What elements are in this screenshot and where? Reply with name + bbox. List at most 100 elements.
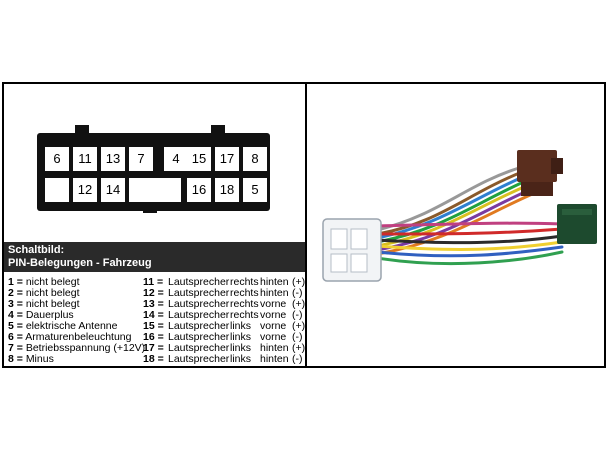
speaker-side: rechts: [230, 276, 259, 288]
pin-number: 6 =: [8, 331, 23, 343]
connector-tab-right: [211, 125, 225, 134]
legend-left-entry: 3 = nicht belegt: [8, 299, 80, 310]
connector-pin: 8: [243, 147, 267, 171]
speaker-position: hinten: [260, 353, 289, 365]
speaker-position: hinten: [260, 276, 289, 288]
pin-function: Lautsprecher: [168, 331, 230, 343]
pin-function: Minus: [25, 353, 54, 365]
connector-pin: 18: [215, 178, 239, 202]
connector-pin: 6: [45, 147, 69, 171]
pin-number: 3 =: [8, 298, 23, 310]
connector-pin: 12: [73, 178, 97, 202]
pin-number: 18 =: [143, 353, 164, 365]
connector-pin: 7: [129, 147, 153, 171]
legend-left-entry: 8 = Minus: [8, 354, 54, 365]
legend-header: Schaltbild: PIN-Belegungen - Fahrzeug: [4, 242, 305, 272]
pin-number: 16 =: [143, 331, 164, 343]
pin-number: 5 =: [8, 320, 23, 332]
pin-function: Lautsprecher: [168, 342, 230, 354]
speaker-side: links: [230, 331, 252, 343]
polarity: (-): [292, 331, 303, 343]
speaker-side: links: [230, 342, 252, 354]
connector-pin: 4: [164, 147, 188, 171]
pin-function: nicht belegt: [25, 298, 80, 310]
panel-divider: [305, 84, 307, 366]
legend-left-entry: 5 = elektrische Antenne: [8, 321, 117, 332]
pin-function: Lautsprecher: [168, 320, 230, 332]
polarity: (+): [292, 276, 306, 288]
iso-brown-plug: [517, 150, 557, 182]
polarity: (+): [292, 298, 306, 310]
legend-left-entry: 6 = Armaturenbeleuchtung: [8, 332, 131, 343]
pin-number: 7 =: [8, 342, 23, 354]
legend-left-entry: 4 = Dauerplus: [8, 310, 74, 321]
legend-left-entry: 1 = nicht belegt: [8, 277, 80, 288]
speaker-side: links: [230, 353, 252, 365]
speaker-side: rechts: [230, 287, 259, 299]
pin-function: Lautsprecher: [168, 276, 230, 288]
speaker-position: vorne: [260, 320, 287, 332]
connector-pin: 5: [243, 178, 267, 202]
pin-function: Lautsprecher: [168, 353, 230, 365]
connector-pin: [129, 178, 181, 202]
polarity: (+): [292, 320, 306, 332]
speaker-position: vorne: [260, 298, 287, 310]
connector-pin: 13: [101, 147, 125, 171]
pin-function: Lautsprecher: [168, 287, 230, 299]
speaker-side: rechts: [230, 298, 259, 310]
pin-function: Lautsprecher: [168, 298, 230, 310]
harness-photo-panel: [307, 84, 604, 366]
pin-number: 17 =: [143, 342, 164, 354]
legend-row: 6 = Armaturenbeleuchtung 16 = Lautsprecher…: [8, 332, 304, 343]
pin-number: 4 =: [8, 309, 23, 321]
legend-title: Schaltbild:: [8, 244, 65, 256]
pin-function: elektrische Antenne: [25, 320, 118, 332]
pin-function: nicht belegt: [25, 276, 80, 288]
pin-function: Dauerplus: [25, 309, 74, 321]
pin-number: 11 =: [143, 276, 164, 288]
speaker-position: vorne: [260, 309, 287, 321]
speaker-position: hinten: [260, 342, 289, 354]
connector-pin: 14: [101, 178, 125, 202]
connector-pin: 11: [73, 147, 97, 171]
pin-function: Armaturenbeleuchtung: [25, 331, 132, 343]
pin-number: 1 =: [8, 276, 23, 288]
legend-left-entry: 7 = Betriebsspannung (+12V): [8, 343, 145, 354]
speaker-side: rechts: [230, 309, 259, 321]
connector-notch: [143, 208, 157, 213]
connector-pin: [45, 178, 69, 202]
pin-number: 8 =: [8, 353, 23, 365]
pin-number: 14 =: [143, 309, 164, 321]
pin-number: 2 =: [8, 287, 23, 299]
legend-row: 7 = Betriebsspannung (+12V)17 = Lautsprec…: [8, 342, 306, 354]
connector-pin: 15: [187, 147, 211, 171]
pin-function: nicht belegt: [25, 287, 80, 299]
speaker-side: links: [230, 320, 252, 332]
polarity: (-): [292, 353, 303, 365]
pin-function: Betriebsspannung (+12V): [25, 342, 146, 354]
connector-pin: 17: [215, 147, 239, 171]
speaker-position: vorne: [260, 331, 287, 343]
legend-left-entry: 2 = nicht belegt: [8, 288, 80, 299]
speaker-position: hinten: [260, 287, 289, 299]
pin-function: Lautsprecher: [168, 309, 230, 321]
polarity: (+): [292, 342, 306, 354]
polarity: (-): [292, 287, 303, 299]
connector-tab-left: [75, 125, 89, 134]
wiring-harness-illustration: [322, 150, 597, 282]
legend-subtitle: PIN-Belegungen - Fahrzeug: [8, 257, 152, 269]
pin-number: 13 =: [143, 298, 164, 310]
connector-pin: 16: [187, 178, 211, 202]
pin-number: 12 =: [143, 287, 164, 299]
pin-number: 15 =: [143, 320, 164, 332]
